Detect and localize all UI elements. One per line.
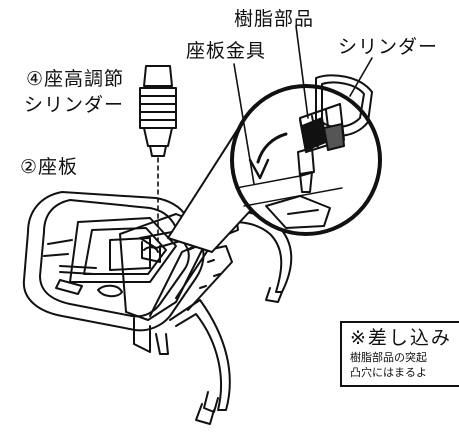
- leader-seat-plate-bracket: [233, 63, 255, 185]
- leader-cylinder: [349, 57, 373, 97]
- note-line-2: 凸穴にはまるよ: [350, 366, 427, 379]
- armrest-drawing: [155, 210, 293, 425]
- leader-resin-part: [295, 25, 309, 119]
- label-seat-plate-bracket: 座板金具: [186, 40, 267, 62]
- magnifier-callout: [167, 84, 382, 253]
- label-cylinder: シリンダー: [338, 36, 439, 58]
- label-seat-height-cylinder-line2: シリンダー: [24, 94, 125, 116]
- insertion-note-box: ※差し込み 樹脂部品の突起 凸穴にはまるよ: [340, 321, 459, 387]
- seat-height-cylinder-drawing: [139, 65, 177, 157]
- note-title: ※差し込み: [350, 327, 452, 349]
- label-seat-plate: ②座板: [20, 156, 79, 178]
- note-line-1: 樹脂部品の突起: [350, 351, 427, 364]
- label-resin-part: 樹脂部品: [234, 8, 315, 30]
- label-seat-height-cylinder-line1: ④座高調節: [26, 68, 125, 90]
